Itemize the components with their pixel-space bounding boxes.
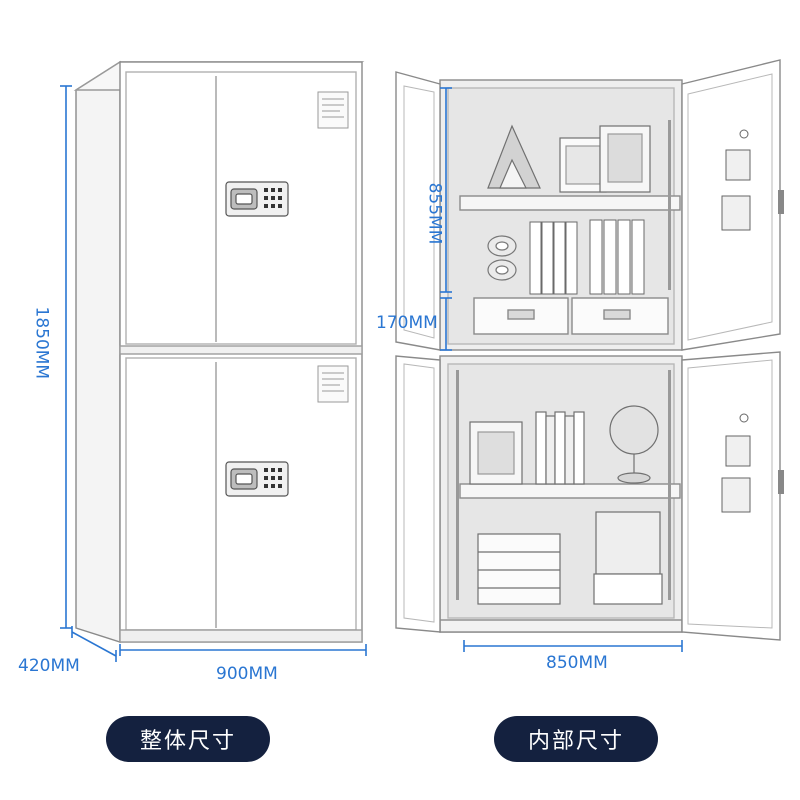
interior-width-label: 850MM	[546, 653, 608, 673]
upper-shelf-items	[487, 124, 651, 193]
upper-lock-icon	[225, 181, 289, 217]
interior-size-caption: 内部尺寸	[494, 716, 658, 762]
overall-depth-label: 420MM	[18, 656, 80, 676]
interior-drawer-height-label: 170MM	[376, 313, 438, 333]
bottom-items	[477, 511, 663, 605]
lower-lock-icon	[225, 461, 289, 497]
overall-width-label: 900MM	[216, 664, 278, 684]
interior-upper-height-label: 855MM	[424, 182, 445, 245]
binders	[529, 219, 645, 295]
door-keypads	[721, 129, 751, 513]
overall-height-label: 1850MM	[31, 306, 52, 380]
tape-rolls	[487, 235, 517, 281]
lower-shelf-items	[469, 405, 659, 485]
closed-cabinet	[73, 60, 365, 643]
shelf-rails	[456, 120, 671, 600]
closed-door-labels	[317, 91, 349, 403]
interior-dimension-lines	[440, 87, 683, 652]
overall-size-caption: 整体尺寸	[106, 716, 270, 762]
overall-dimension-lines	[60, 85, 367, 662]
door-hinges	[778, 190, 784, 494]
